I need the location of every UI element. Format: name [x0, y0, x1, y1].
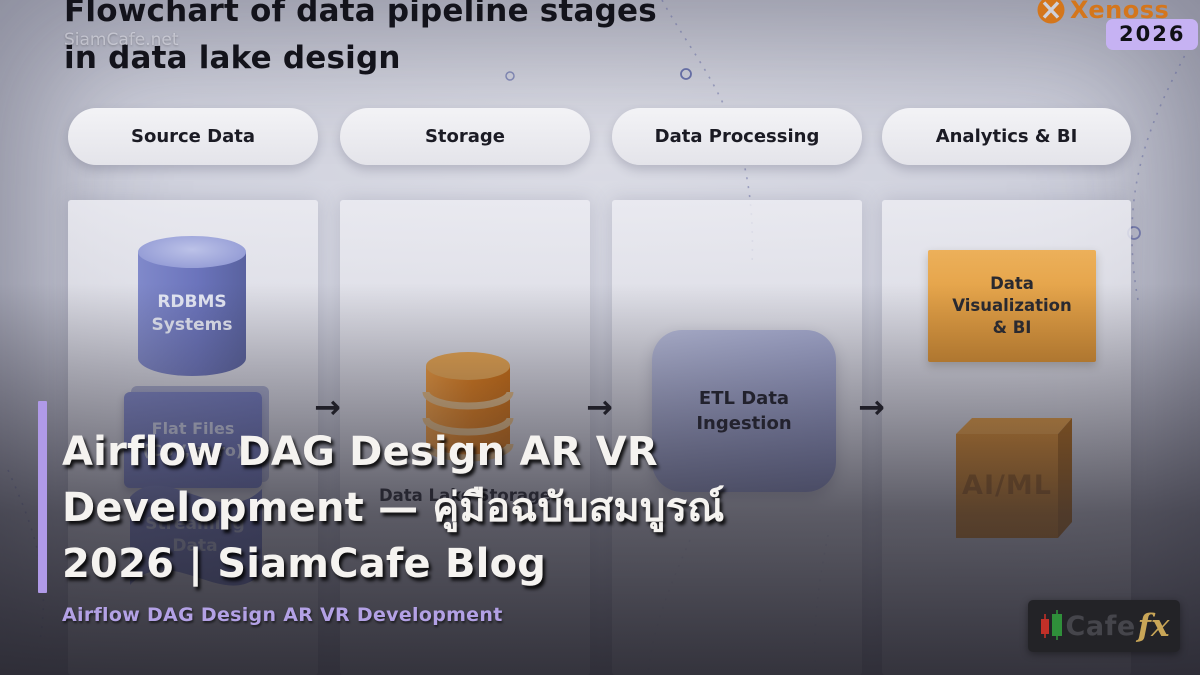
viz-label-line1: Data: [990, 274, 1034, 293]
data-visualization-node: Data Visualization & BI: [928, 250, 1096, 362]
viz-label-line3: & BI: [992, 318, 1032, 337]
stage-header-source-data: Source Data: [68, 108, 318, 165]
cafefx-logo: Cafe fx: [1028, 600, 1180, 652]
flow-arrow-2: →: [586, 388, 613, 426]
aiml-cube-node: AI/ML: [948, 410, 1083, 554]
watermark: SiamCafe.net: [64, 30, 179, 50]
cafefx-wordmark-cafe: Cafe: [1065, 610, 1136, 642]
rdbms-cylinder-node: RDBMS Systems: [138, 252, 246, 376]
year-badge: 2026: [1106, 19, 1199, 50]
aiml-label: AI/ML: [962, 470, 1052, 501]
post-title: Airflow DAG Design AR VR Development — ค…: [62, 424, 892, 592]
rdbms-label-line1: RDBMS: [157, 292, 227, 312]
stage-header-data-processing: Data Processing: [612, 108, 862, 165]
flow-arrow-1: →: [314, 388, 341, 426]
flow-arrow-3: →: [858, 388, 885, 426]
stage-header-storage: Storage: [340, 108, 590, 165]
rdbms-cylinder-top: [138, 236, 246, 268]
etl-label-line1: ETL Data: [698, 388, 790, 409]
viz-label-line2: Visualization: [952, 296, 1072, 315]
post-title-line1: Airflow DAG Design AR VR: [62, 429, 658, 475]
post-subtitle: Airflow DAG Design AR VR Development: [62, 604, 503, 626]
rdbms-label-line2: Systems: [151, 315, 233, 335]
post-title-line2: Development — คู่มือฉบับสมบูรณ์: [62, 485, 725, 531]
candlestick-icon: [1040, 610, 1062, 640]
title-accent-bar: [38, 401, 47, 593]
cafefx-wordmark-fx: fx: [1137, 608, 1170, 644]
cube-icon: AI/ML: [956, 418, 1072, 538]
xenoss-icon: [1037, 0, 1065, 24]
post-title-line3: 2026 | SiamCafe Blog: [62, 541, 547, 587]
stage-header-analytics-bi: Analytics & BI: [882, 108, 1131, 165]
